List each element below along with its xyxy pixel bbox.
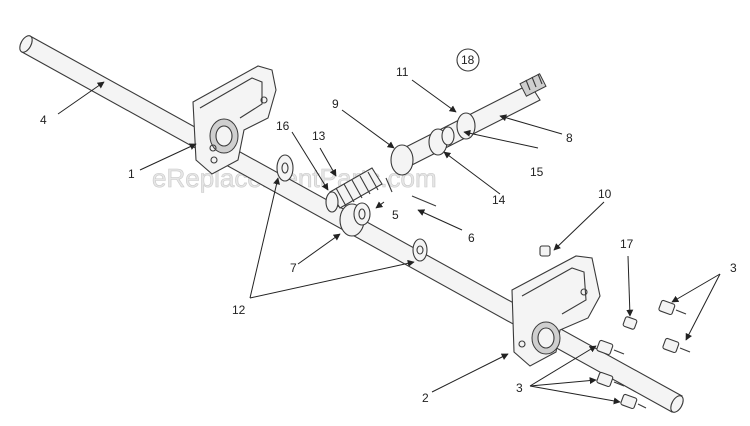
callout-14: 14 [492, 193, 506, 207]
callout-15: 15 [530, 165, 544, 179]
leader-lines [57, 79, 721, 405]
watermark-text: eReplacementParts.com [152, 163, 437, 193]
left-housing [192, 65, 277, 175]
callout-12: 12 [232, 303, 246, 317]
pins [385, 177, 437, 207]
bolt [596, 339, 625, 356]
callouts: 4 1 2 3 3 5 6 7 8 9 10 11 12 13 14 15 16… [40, 48, 737, 405]
callout-4: 4 [40, 113, 47, 127]
worm-gear [325, 167, 383, 213]
callout-13: 13 [312, 129, 326, 143]
callout-11: 11 [396, 65, 409, 79]
callout-9: 9 [332, 97, 339, 111]
bolt [620, 393, 647, 410]
callout-2: 2 [422, 391, 429, 405]
callout-10: 10 [598, 187, 612, 201]
fitting-17 [622, 316, 638, 330]
washer-left [276, 154, 294, 182]
callout-1: 1 [128, 167, 135, 181]
bolt [662, 337, 691, 354]
bolt [596, 371, 625, 388]
flange-bushing [339, 202, 371, 237]
callout-7: 7 [290, 261, 297, 275]
callout-3-bottom: 3 [516, 381, 523, 395]
washer-right [412, 238, 428, 262]
callout-16: 16 [276, 119, 290, 133]
callout-17: 17 [620, 237, 634, 251]
callout-3-right: 3 [730, 261, 737, 275]
right-housing [511, 255, 601, 367]
upper-shaft-assembly [390, 73, 547, 176]
callout-18: 18 [461, 53, 475, 67]
callout-6: 6 [468, 231, 475, 245]
bolt [658, 299, 687, 316]
bolts [596, 299, 691, 410]
callout-8: 8 [566, 131, 573, 145]
callout-18-circle [456, 48, 480, 72]
callout-5: 5 [392, 208, 399, 222]
grease-fitting [539, 245, 551, 257]
